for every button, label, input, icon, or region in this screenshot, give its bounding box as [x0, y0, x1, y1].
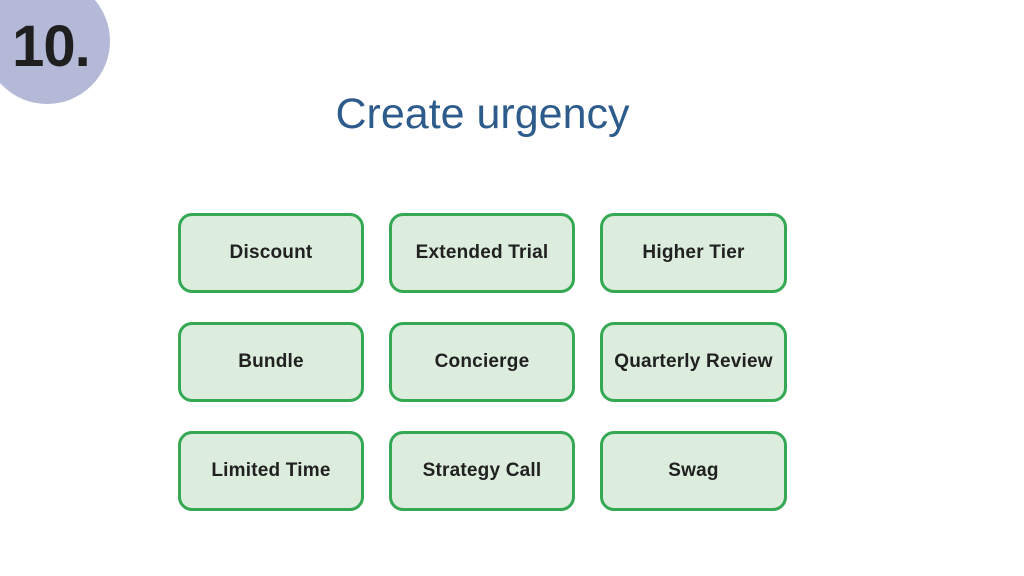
option-box-limited-time: Limited Time — [178, 431, 364, 511]
option-box-concierge: Concierge — [389, 322, 575, 402]
option-label: Quarterly Review — [614, 351, 773, 372]
option-box-higher-tier: Higher Tier — [600, 213, 787, 293]
option-box-bundle: Bundle — [178, 322, 364, 402]
slide-number: 10. — [12, 13, 91, 79]
slide-number-badge: 10. — [0, 0, 110, 104]
slide-title: Create urgency — [335, 89, 630, 138]
option-box-strategy-call: Strategy Call — [389, 431, 575, 511]
option-label: Higher Tier — [642, 242, 745, 263]
option-box-swag: Swag — [600, 431, 787, 511]
option-label: Strategy Call — [422, 460, 542, 481]
option-label: Limited Time — [211, 460, 331, 481]
option-label: Bundle — [238, 351, 304, 372]
option-label: Concierge — [434, 351, 530, 372]
option-box-extended-trial: Extended Trial — [389, 213, 575, 293]
option-label: Discount — [229, 242, 313, 263]
option-label: Extended Trial — [415, 242, 549, 263]
option-box-quarterly-review: Quarterly Review — [600, 322, 787, 402]
option-label: Swag — [668, 460, 719, 481]
option-box-discount: Discount — [178, 213, 364, 293]
options-grid: Discount Extended Trial Higher Tier Bund… — [178, 213, 787, 511]
